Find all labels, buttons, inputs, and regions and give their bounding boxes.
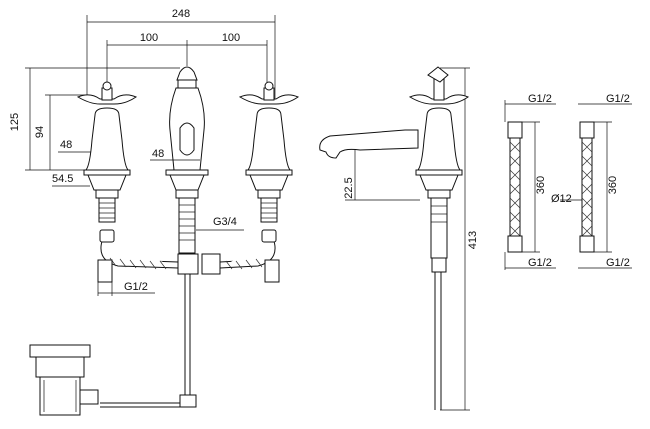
- front-view: 248 100 100 125 94 48 54.5: [9, 8, 300, 416]
- side-view: 413 22.5: [319, 66, 479, 411]
- dim-spacing-left: 100: [140, 32, 158, 44]
- thread-g3-4: G3/4: [213, 216, 237, 228]
- hose-1: G1/2 360 G1/2: [504, 93, 556, 270]
- dim-height-125: 125: [9, 113, 21, 131]
- dim-width-48-center: 48: [152, 148, 164, 160]
- left-handle: [76, 81, 138, 223]
- hose2-bottom-thread: G1/2: [606, 257, 630, 269]
- center-spout-body: [165, 66, 209, 254]
- hose-diameter: Ø12: [551, 193, 572, 205]
- hose1-top-thread: G1/2: [528, 93, 552, 105]
- right-handle: [238, 81, 300, 223]
- dim-spout-22-5: 22.5: [343, 177, 355, 198]
- hose2-length: 360: [607, 176, 619, 194]
- dim-spacing-right: 100: [222, 32, 240, 44]
- dim-total-height: 413: [467, 231, 479, 249]
- hose2-top-thread: G1/2: [606, 93, 630, 105]
- dim-overall-width: 248: [172, 8, 190, 20]
- hose1-length: 360: [535, 176, 547, 194]
- thread-g1-2-bottom-left: G1/2: [124, 281, 148, 293]
- dim-width-54-5: 54.5: [52, 173, 73, 185]
- hose-2: G1/2 360 Ø12 G1/2: [551, 93, 632, 269]
- waste-drain: [29, 344, 99, 416]
- braided-hoses: [97, 229, 280, 283]
- hose1-bottom-thread: G1/2: [528, 257, 552, 269]
- dim-height-94: 94: [34, 126, 46, 138]
- dim-width-48-left: 48: [60, 139, 72, 151]
